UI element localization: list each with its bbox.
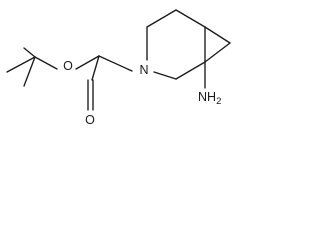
carbonyl-group: O <box>85 79 95 127</box>
bond-ch2-lower-to-n <box>153 71 177 80</box>
bond-ch2-top-to-ch2-upper <box>146 9 177 28</box>
amine-subscript: 2 <box>216 96 221 107</box>
bond-methyl-bottom <box>23 56 36 87</box>
bond-quaternary-to-ether-o <box>34 56 58 70</box>
bond-carbonyl-to-n <box>91 55 100 81</box>
molecule-structure: O O N NH2 <box>6 9 231 127</box>
tert-butyl-group <box>6 47 58 87</box>
ring-nitrogen-label: N <box>139 63 148 77</box>
bond-cyclopropane-to-quaternary <box>204 42 231 63</box>
bond-methyl-left <box>6 56 36 73</box>
bond-ether-o-to-carbonyl-c <box>75 55 100 70</box>
ester-oxygen-label: O <box>63 59 73 73</box>
bicyclic-ring <box>146 9 231 80</box>
bond-ch2-upper-to-bridgehead <box>175 9 206 28</box>
bond-quaternary-to-ch2-lower <box>175 61 206 80</box>
bond-carbonyl-c-to-n <box>98 55 133 72</box>
amine-group: NH2 <box>198 90 221 107</box>
bond-bridgehead-to-cyclopropane <box>204 26 231 44</box>
carbonyl-oxygen-label: O <box>85 113 95 127</box>
bond-methyl-top <box>23 47 36 58</box>
amine-label: NH2 <box>198 90 221 107</box>
